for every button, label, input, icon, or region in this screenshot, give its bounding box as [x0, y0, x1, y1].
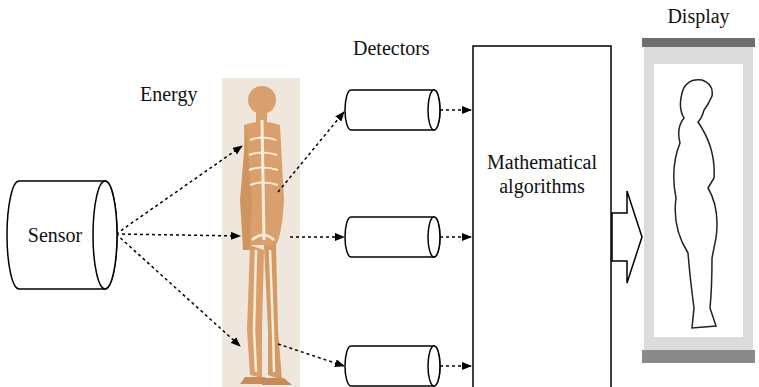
sensor-cylinder: Sensor — [6, 180, 118, 290]
node-outline — [642, 38, 755, 363]
energy-label: Energy — [140, 82, 197, 106]
block-arrow — [612, 191, 642, 283]
energy-rays — [116, 110, 471, 366]
detectors-label: Detectors — [353, 36, 430, 60]
process-box: Mathematical algorithms — [472, 45, 612, 387]
display-screen: Display — [642, 38, 755, 363]
node-label: Sensor — [6, 223, 118, 247]
detector-cylinders — [345, 90, 440, 386]
node-label: Mathematical algorithms — [472, 150, 612, 198]
node-outline — [472, 45, 612, 387]
display-heading: Display — [642, 4, 755, 28]
